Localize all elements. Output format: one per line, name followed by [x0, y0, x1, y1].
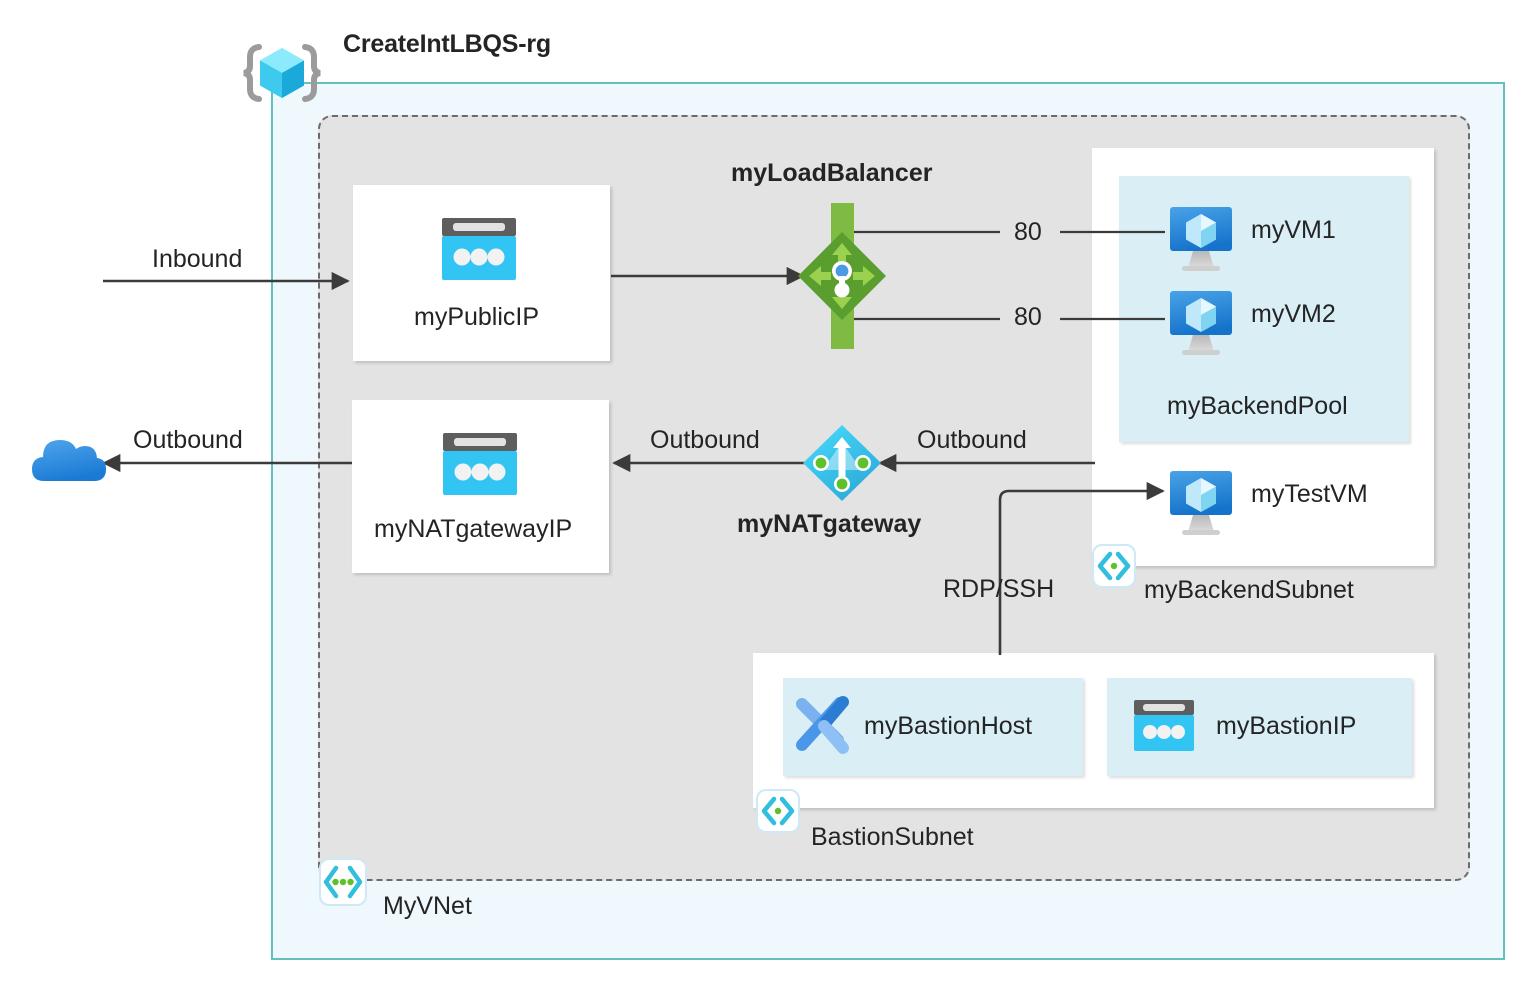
vm1-label: myVM1 [1251, 216, 1336, 244]
nat-gateway-ip-icon-hit[interactable] [443, 433, 517, 495]
test-vm-label: myTestVM [1251, 480, 1368, 508]
bastion-ip-label: myBastionIP [1216, 712, 1357, 740]
vnet-icon [319, 858, 367, 906]
nat-gateway-ip-label: myNATgatewayIP [374, 515, 573, 543]
subnet-icon [756, 789, 800, 833]
outbound-nat-flow-label: Outbound [650, 426, 760, 454]
load-balancer-icon [798, 203, 886, 349]
port-label-vm2: 80 [1014, 303, 1042, 331]
resource-group-title: CreateIntLBQS-rg [343, 30, 551, 58]
nat-gateway-label: myNATgateway [737, 510, 922, 538]
virtual-machine-icon [1170, 207, 1232, 271]
bastion-icon-hit[interactable] [795, 698, 849, 752]
load-balancer-icon-hit[interactable] [798, 203, 888, 349]
public-ip-label: myPublicIP [414, 303, 540, 331]
outbound-internet-flow-label: Outbound [133, 426, 243, 454]
vm2-icon-hit[interactable] [1170, 291, 1232, 355]
public-ip-icon [443, 433, 517, 495]
cloud-icon [32, 440, 106, 481]
vm1-icon-hit[interactable] [1170, 207, 1232, 271]
bastion-host-label: myBastionHost [864, 712, 1033, 740]
nat-gateway-icon [803, 425, 881, 501]
public-ip-icon-hit[interactable] [442, 218, 516, 280]
bastion-icon [796, 696, 849, 754]
port-label-vm1: 80 [1014, 218, 1042, 246]
azure-resource-group-icon [243, 44, 321, 102]
public-ip-icon [442, 218, 516, 280]
inbound-flow-label: Inbound [152, 245, 243, 273]
test-vm-icon-hit[interactable] [1170, 471, 1232, 535]
backend-pool-box [1119, 176, 1409, 442]
outbound-subnet-flow-label: Outbound [917, 426, 1027, 454]
vnet-label: MyVNet [383, 892, 472, 920]
resource-group-icon-hit[interactable] [236, 25, 328, 117]
backend-pool-label: myBackendPool [1167, 392, 1348, 420]
bastion-ip-icon-hit[interactable] [1134, 700, 1194, 751]
vm2-label: myVM2 [1251, 300, 1336, 328]
bastion-subnet-label: BastionSubnet [811, 823, 974, 851]
nat-gateway-icon-hit[interactable] [803, 425, 881, 503]
cloud-icon-hit [32, 432, 108, 482]
rdp-ssh-flow-label: RDP/SSH [943, 575, 1055, 603]
backend-subnet-label: myBackendSubnet [1144, 576, 1354, 604]
virtual-machine-icon [1170, 291, 1232, 355]
load-balancer-label: myLoadBalancer [731, 159, 933, 187]
virtual-machine-icon [1170, 471, 1232, 535]
public-ip-icon [1134, 700, 1194, 751]
subnet-icon [1092, 544, 1136, 588]
